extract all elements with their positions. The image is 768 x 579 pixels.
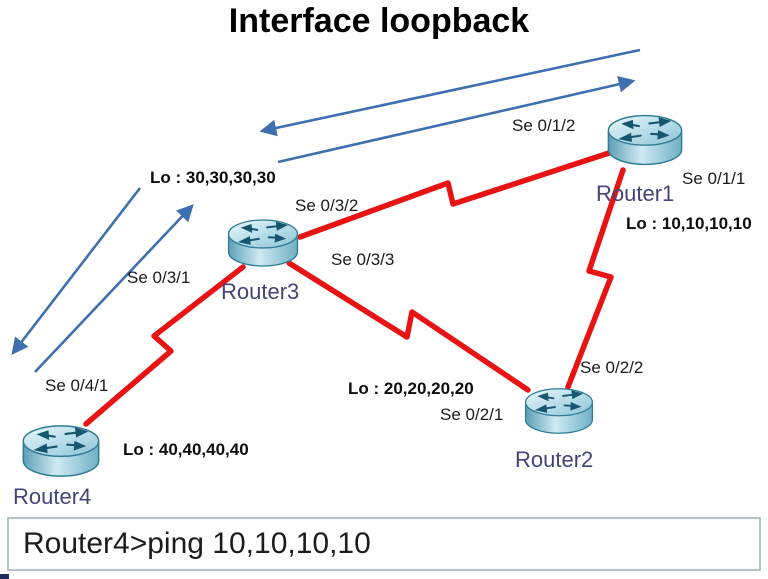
- port-label-se-0-4-1: Se 0/4/1: [45, 376, 109, 395]
- router1-loopback-label: Lo : 10,10,10,10: [626, 214, 752, 233]
- router1-name: Router1: [596, 181, 675, 206]
- cli-prompt-text: Router4>ping 10,10,10,10: [23, 527, 371, 560]
- port-label-se-0-3-3: Se 0/3/3: [331, 250, 395, 269]
- cli-console-box[interactable]: Router4>ping 10,10,10,10: [7, 517, 761, 571]
- router1-icon[interactable]: [601, 106, 689, 174]
- router4-loopback-label: Lo : 40,40,40,40: [123, 440, 249, 459]
- router3-name: Router3: [221, 279, 300, 304]
- serial-link-router3-router1: [297, 149, 615, 240]
- port-label-se-0-1-1: Se 0/1/1: [682, 169, 746, 188]
- router4-name: Router4: [13, 484, 92, 509]
- router4-icon[interactable]: [16, 416, 106, 486]
- port-label-se-0-3-2: Se 0/3/2: [295, 196, 359, 215]
- port-label-se-0-1-2: Se 0/1/2: [512, 116, 576, 135]
- router2-name: Router2: [515, 447, 594, 472]
- port-label-se-0-2-2: Se 0/2/2: [580, 358, 644, 377]
- port-label-se-0-3-1: Se 0/3/1: [127, 268, 191, 287]
- serial-link-router3-router4: [83, 264, 246, 427]
- video-progress-fragment: [0, 574, 9, 579]
- ping-flow-arrow-top-left: [259, 48, 641, 137]
- router2-icon[interactable]: [513, 380, 605, 442]
- ping-flow-arrow-top-right: [277, 75, 636, 164]
- router2-loopback-label: Lo : 20,20,20,20: [348, 379, 474, 398]
- router3-icon[interactable]: [218, 211, 308, 275]
- ping-flow-arrow-left-down: [11, 187, 142, 356]
- router3-loopback-label: Lo : 30,30,30,30: [150, 168, 276, 187]
- diagram-title: Interface loopback: [228, 2, 530, 40]
- serial-link-router3-router2: [286, 260, 531, 393]
- ping-flow-arrow-left-up: [34, 204, 194, 373]
- serial-link-router1-router2: [565, 167, 626, 390]
- port-label-se-0-2-1: Se 0/2/1: [440, 405, 504, 424]
